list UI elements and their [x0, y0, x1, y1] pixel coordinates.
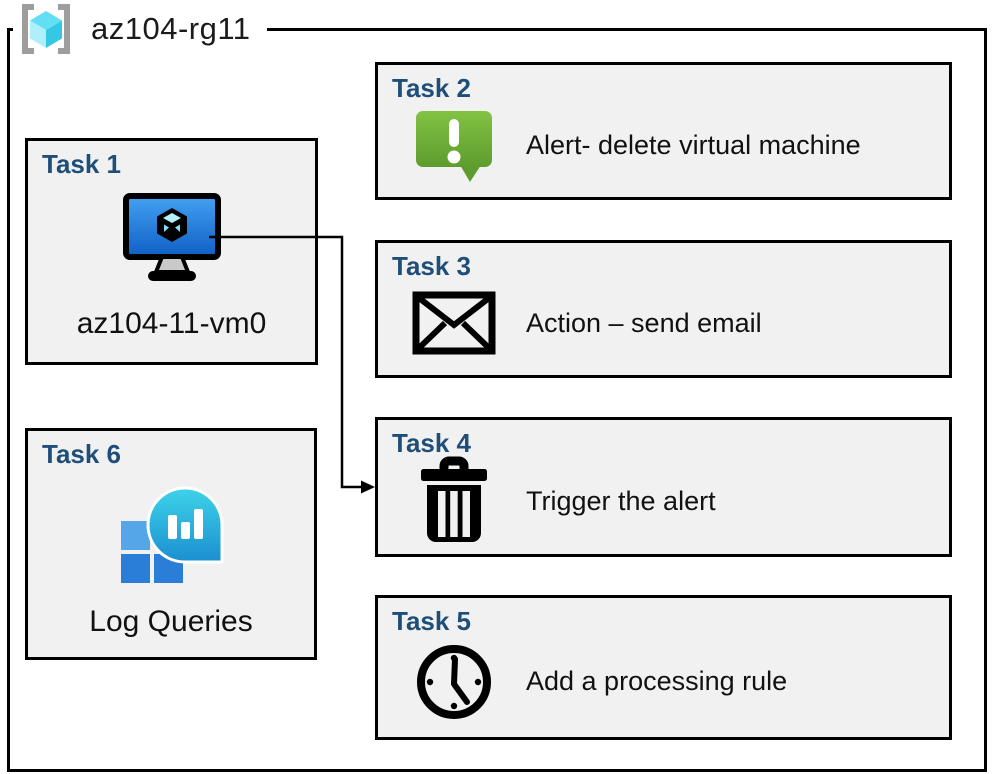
task-1-box: Task 1 az104-11-vm0 [25, 138, 318, 365]
task-4-title: Task 4 [392, 428, 472, 458]
task-5-content: Add a processing rule [412, 634, 937, 729]
task-3-label: Action – send email [526, 307, 762, 338]
task-1-label: az104-11-vm0 [76, 307, 267, 340]
task-6-title: Task 6 [42, 439, 122, 469]
resource-group-icon [22, 4, 70, 54]
task-2-content: Alert- delete virtual machine [412, 101, 937, 189]
task-4-box: Task 4 Trigger the alert [375, 417, 952, 557]
task-5-title: Task 5 [392, 606, 472, 636]
trash-icon [421, 456, 487, 542]
task-2-label: Alert- delete virtual machine [526, 129, 861, 160]
clock-icon [417, 644, 491, 719]
virtual-machine-icon [122, 193, 221, 281]
task-1-title: Task 1 [42, 149, 122, 179]
task-3-content: Action – send email [412, 279, 937, 367]
task-4-label: Trigger the alert [526, 485, 716, 516]
task-4-content: Trigger the alert [412, 456, 937, 546]
email-icon [412, 291, 496, 355]
resource-group-label: az104-rg11 [13, 1, 267, 57]
resource-group-name: az104-rg11 [91, 11, 251, 46]
alert-icon [416, 111, 492, 182]
task-6-box: Task 6 Log Queries [25, 428, 317, 660]
task-5-box: Task 5 Add a processing rule [375, 595, 952, 740]
log-queries-icon [121, 486, 224, 583]
task-2-title: Task 2 [392, 73, 472, 103]
task-3-box: Task 3 Action – send email [375, 240, 952, 378]
task-5-label: Add a processing rule [526, 666, 788, 696]
task-6-label: Log Queries [89, 605, 253, 638]
task-2-box: Task 2 Alert- delete virtual machine [375, 62, 952, 200]
task-3-title: Task 3 [392, 251, 472, 281]
